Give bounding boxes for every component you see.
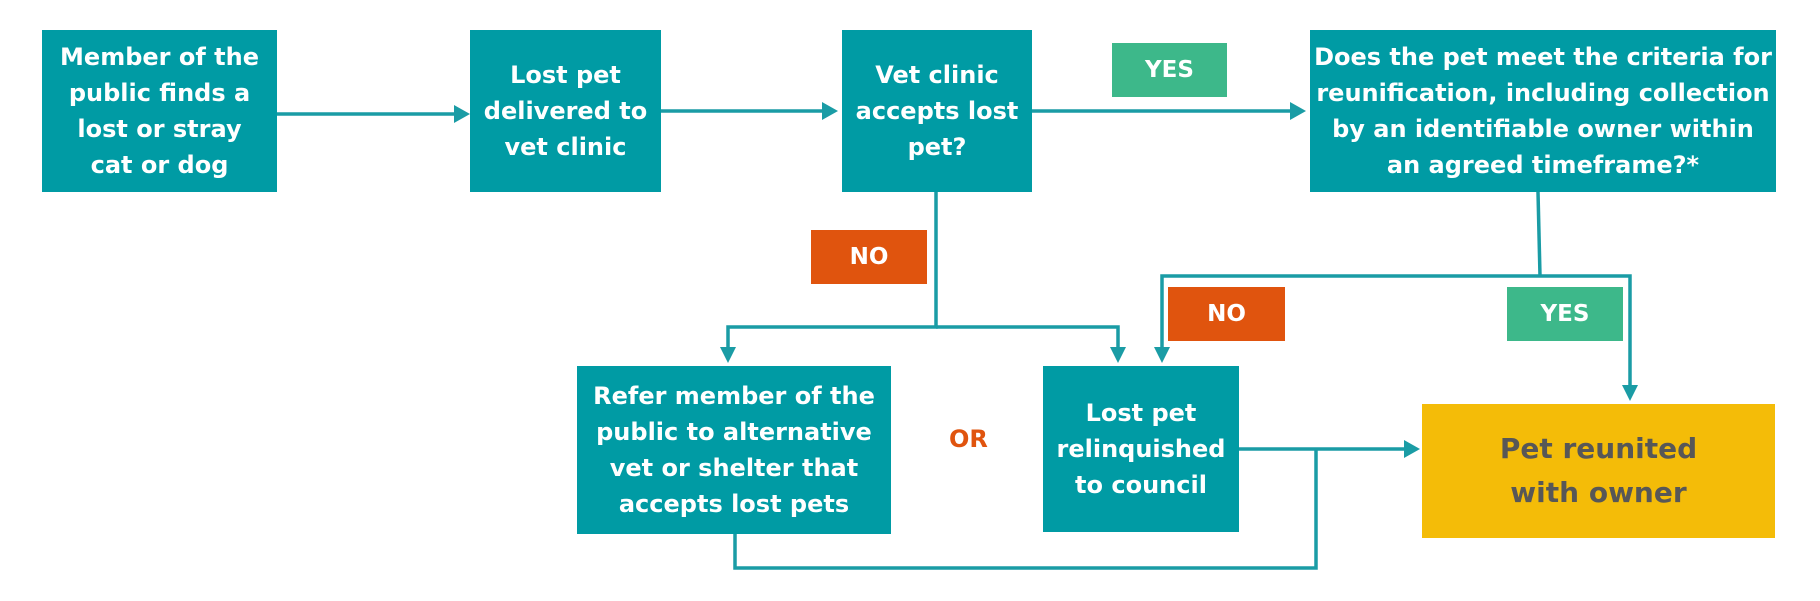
node-finder: Member of the public finds a lost or str… <box>42 30 277 192</box>
label-no-criteria: NO <box>1168 287 1285 341</box>
arrowhead-delivered <box>454 105 470 123</box>
node-refer: Refer member of the public to alternativ… <box>577 366 891 534</box>
node-refer-text: Refer member of the public to alternativ… <box>593 382 875 518</box>
node-relinquished-text: Lost pet relinquished to council <box>1056 399 1226 499</box>
arrow-no-to-refer <box>726 192 938 350</box>
node-reunited-text: Pet reunited with owner <box>1499 432 1698 509</box>
arrowhead-relinquished <box>1110 347 1126 363</box>
arrowhead-accepts <box>822 102 838 120</box>
label-yes-accepts-text: YES <box>1145 57 1194 83</box>
node-accepts-text: Vet clinic accepts lost pet? <box>855 61 1019 161</box>
node-finder-text: Member of the public finds a lost or str… <box>60 43 259 179</box>
line-refer-to-reunited <box>733 449 1318 570</box>
label-or-text: OR <box>949 425 988 453</box>
arrowhead-refer <box>720 347 736 363</box>
node-relinquished: Lost pet relinquished to council <box>1043 366 1239 532</box>
node-accepts: Vet clinic accepts lost pet? <box>842 30 1032 192</box>
node-delivered-text: Lost pet delivered to vet clinic <box>483 61 648 161</box>
node-criteria: Does the pet meet the criteria for reuni… <box>1310 30 1776 192</box>
label-yes-accepts: YES <box>1112 43 1227 97</box>
arrowhead-criteria-no <box>1154 347 1170 363</box>
label-no-accepts: NO <box>811 230 927 284</box>
arrow-criteria-branches <box>1160 274 1632 387</box>
label-no-accepts-text: NO <box>849 244 889 270</box>
label-no-criteria-text: NO <box>1207 301 1246 327</box>
line-criteria-down <box>1536 191 1542 277</box>
node-criteria-text: Does the pet meet the criteria for reuni… <box>1314 43 1772 179</box>
arrowhead-reunited <box>1622 385 1638 401</box>
label-or: OR <box>949 425 988 453</box>
label-yes-criteria-text: YES <box>1540 301 1590 327</box>
arrowhead-reunited-side <box>1404 440 1420 458</box>
arrow-no-to-relinquished <box>936 325 1120 350</box>
node-delivered: Lost pet delivered to vet clinic <box>470 30 661 192</box>
node-reunited: Pet reunited with owner <box>1422 404 1775 538</box>
arrowhead-criteria <box>1290 102 1306 120</box>
label-yes-criteria: YES <box>1507 287 1623 341</box>
